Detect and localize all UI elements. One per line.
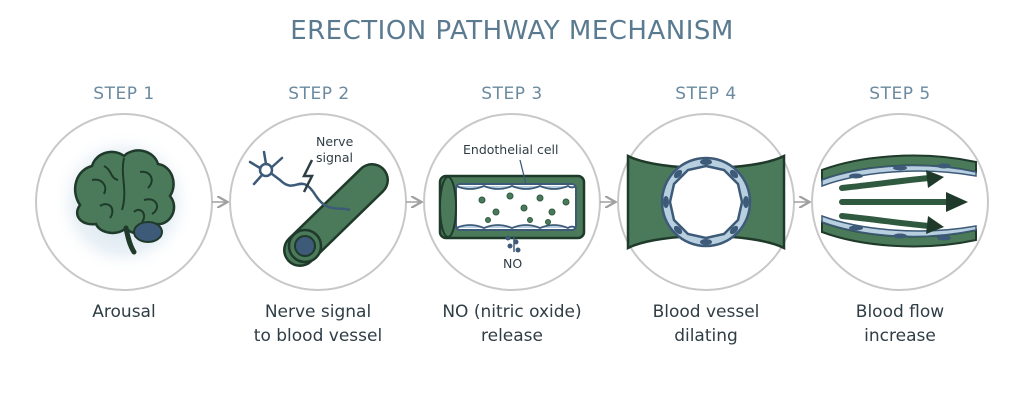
step-3-caption: NO (nitric oxide) release	[412, 300, 612, 348]
step-4-caption: Blood vessel dilating	[606, 300, 806, 348]
dilating-vessel-icon	[626, 153, 786, 251]
step-1-caption: Arousal	[24, 300, 224, 324]
step-2-caption-line-2: to blood vessel	[253, 326, 383, 346]
diagram-title: ERECTION PATHWAY MECHANISM	[290, 16, 734, 46]
step-5-caption-line-1: Blood flow	[855, 302, 945, 322]
step-4-caption-line-2: dilating	[674, 326, 738, 346]
step-3-caption-line-2: release	[481, 326, 543, 346]
endothelial-cell-annotation: Endothelial cell	[463, 142, 558, 157]
step-5-caption-line-2: increase	[864, 326, 936, 346]
step-2-label: STEP 2	[288, 84, 350, 104]
step-4-caption-line-1: Blood vessel	[652, 302, 760, 322]
nerve-signal-annotation-2: signal	[316, 150, 353, 165]
step-5-caption: Blood flow increase	[800, 300, 1000, 348]
step-3-caption-line-1: NO (nitric oxide)	[442, 302, 582, 322]
blood-flow-icon	[821, 154, 977, 248]
step-1-caption-line-1: Arousal	[92, 302, 156, 322]
step-1-label: STEP 1	[93, 84, 155, 104]
endothelial-no-icon: Endothelial cell NO	[438, 142, 586, 271]
brain-icon	[52, 130, 196, 274]
nerve-signal-annotation: Nerve	[316, 134, 354, 149]
step-5-label: STEP 5	[869, 84, 931, 104]
step-2-caption-line-1: Nerve signal	[264, 302, 372, 322]
nerve-vessel-icon: Nerve signal	[248, 134, 389, 267]
no-molecule-label: NO	[503, 256, 522, 271]
step-4-label: STEP 4	[675, 84, 737, 104]
step-3-label: STEP 3	[481, 84, 543, 104]
step-2-caption: Nerve signal to blood vessel	[218, 300, 418, 348]
